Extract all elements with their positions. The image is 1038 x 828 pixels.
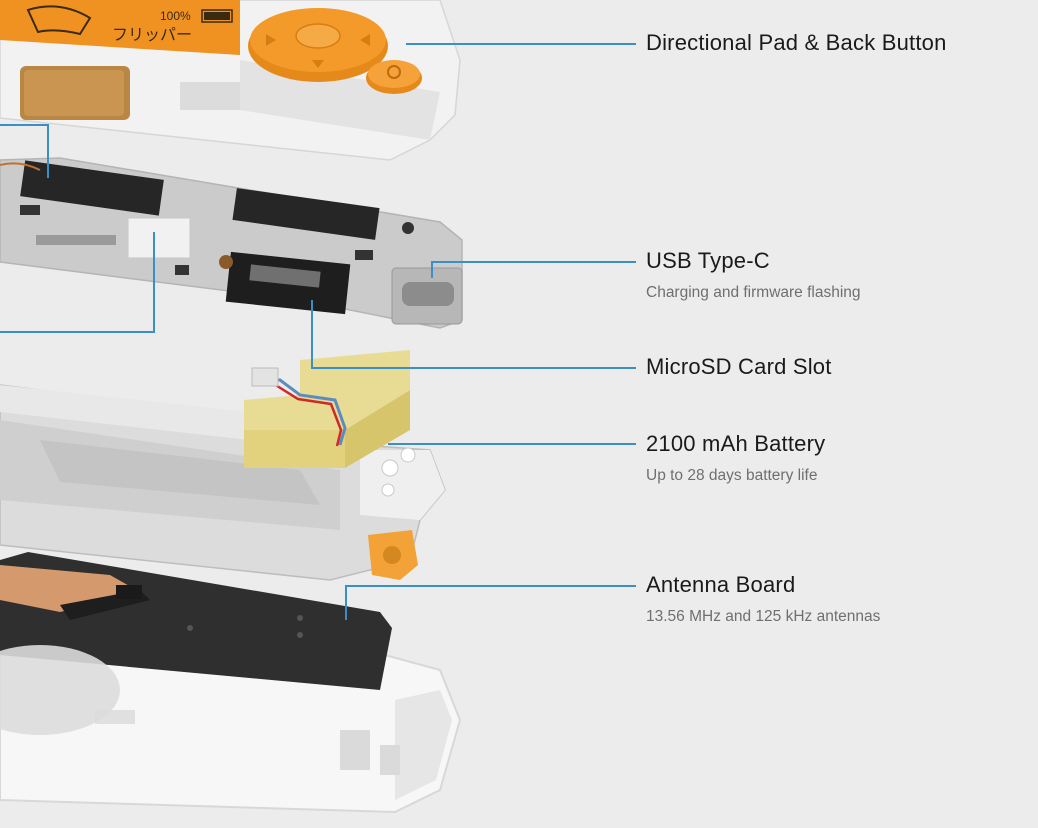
callout-usb-title: USB Type-C <box>646 248 770 273</box>
callout-antenna: Antenna Board 13.56 MHz and 125 kHz ante… <box>646 572 880 626</box>
screen-greeting-text: フリッパー <box>112 25 192 44</box>
line-microsd <box>311 300 636 369</box>
line-antenna <box>345 585 636 620</box>
line-header-pins <box>0 124 49 178</box>
callout-dpad-title: Directional Pad & Back Button <box>646 30 947 55</box>
callout-antenna-subtitle: 13.56 MHz and 125 kHz antennas <box>646 608 881 625</box>
callout-battery-title: 2100 mAh Battery <box>646 431 826 456</box>
callout-battery: 2100 mAh Battery Up to 28 days battery l… <box>646 431 825 485</box>
callout-microsd-title: MicroSD Card Slot <box>646 354 832 379</box>
antenna-board <box>0 552 392 735</box>
callout-microsd: MicroSD Card Slot <box>646 354 832 380</box>
main-pcb <box>0 157 463 329</box>
callout-lines <box>0 43 636 620</box>
screen-battery-text: 100% <box>160 9 191 23</box>
line-shield-chip <box>0 232 155 333</box>
callout-dpad: Directional Pad & Back Button <box>646 30 947 56</box>
callout-usb: USB Type-C Charging and firmware flashin… <box>646 248 861 302</box>
battery <box>244 350 410 468</box>
callout-battery-subtitle: Up to 28 days battery life <box>646 467 818 484</box>
callout-usb-subtitle: Charging and firmware flashing <box>646 284 861 301</box>
callout-antenna-title: Antenna Board <box>646 572 796 597</box>
top-shell: 100% フリッパー <box>0 0 461 161</box>
line-usb <box>431 261 636 278</box>
